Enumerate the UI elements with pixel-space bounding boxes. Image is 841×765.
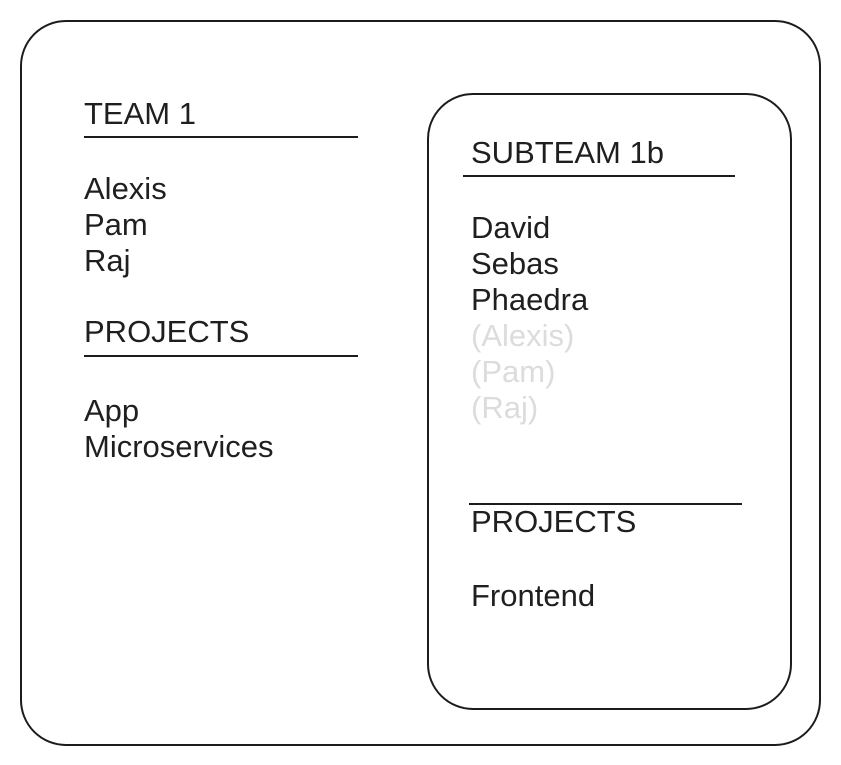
subteam-member: David: [471, 210, 551, 245]
subteam-member: Sebas: [471, 246, 559, 281]
subteam-project: Frontend: [471, 578, 596, 613]
inherited-member: (Raj): [471, 390, 539, 425]
inherited-member: (Alexis): [471, 318, 575, 353]
inherited-member: (Pam): [471, 354, 556, 389]
team-member: Pam: [84, 207, 148, 242]
team-1-title: TEAM 1: [84, 96, 196, 131]
team-project: Microservices: [84, 429, 274, 464]
team-projects-heading: PROJECTS: [84, 314, 250, 349]
subteam-1b-title-underline: [463, 175, 735, 177]
subteam-projects-separator: [469, 503, 742, 505]
subteam-projects-heading: PROJECTS: [471, 504, 637, 539]
team-1-title-underline: [84, 136, 358, 138]
subteam-1b-box: SUBTEAM 1b David Sebas Phaedra (Alexis) …: [427, 93, 792, 710]
subteam-member-list: David Sebas Phaedra (Alexis) (Pam) (Raj): [471, 210, 588, 426]
subteam-1b-title: SUBTEAM 1b: [471, 135, 664, 170]
team-member: Alexis: [84, 171, 167, 206]
subteam-project-list: Frontend: [471, 578, 595, 614]
team-member-list: Alexis Pam Raj: [84, 171, 167, 279]
subteam-member: Phaedra: [471, 282, 589, 317]
team-project: App: [84, 393, 140, 428]
team-projects-underline: [84, 355, 358, 357]
team-1-box: TEAM 1 Alexis Pam Raj PROJECTS App Micro…: [20, 20, 821, 746]
team-project-list: App Microservices: [84, 393, 273, 465]
team-member: Raj: [84, 243, 131, 278]
